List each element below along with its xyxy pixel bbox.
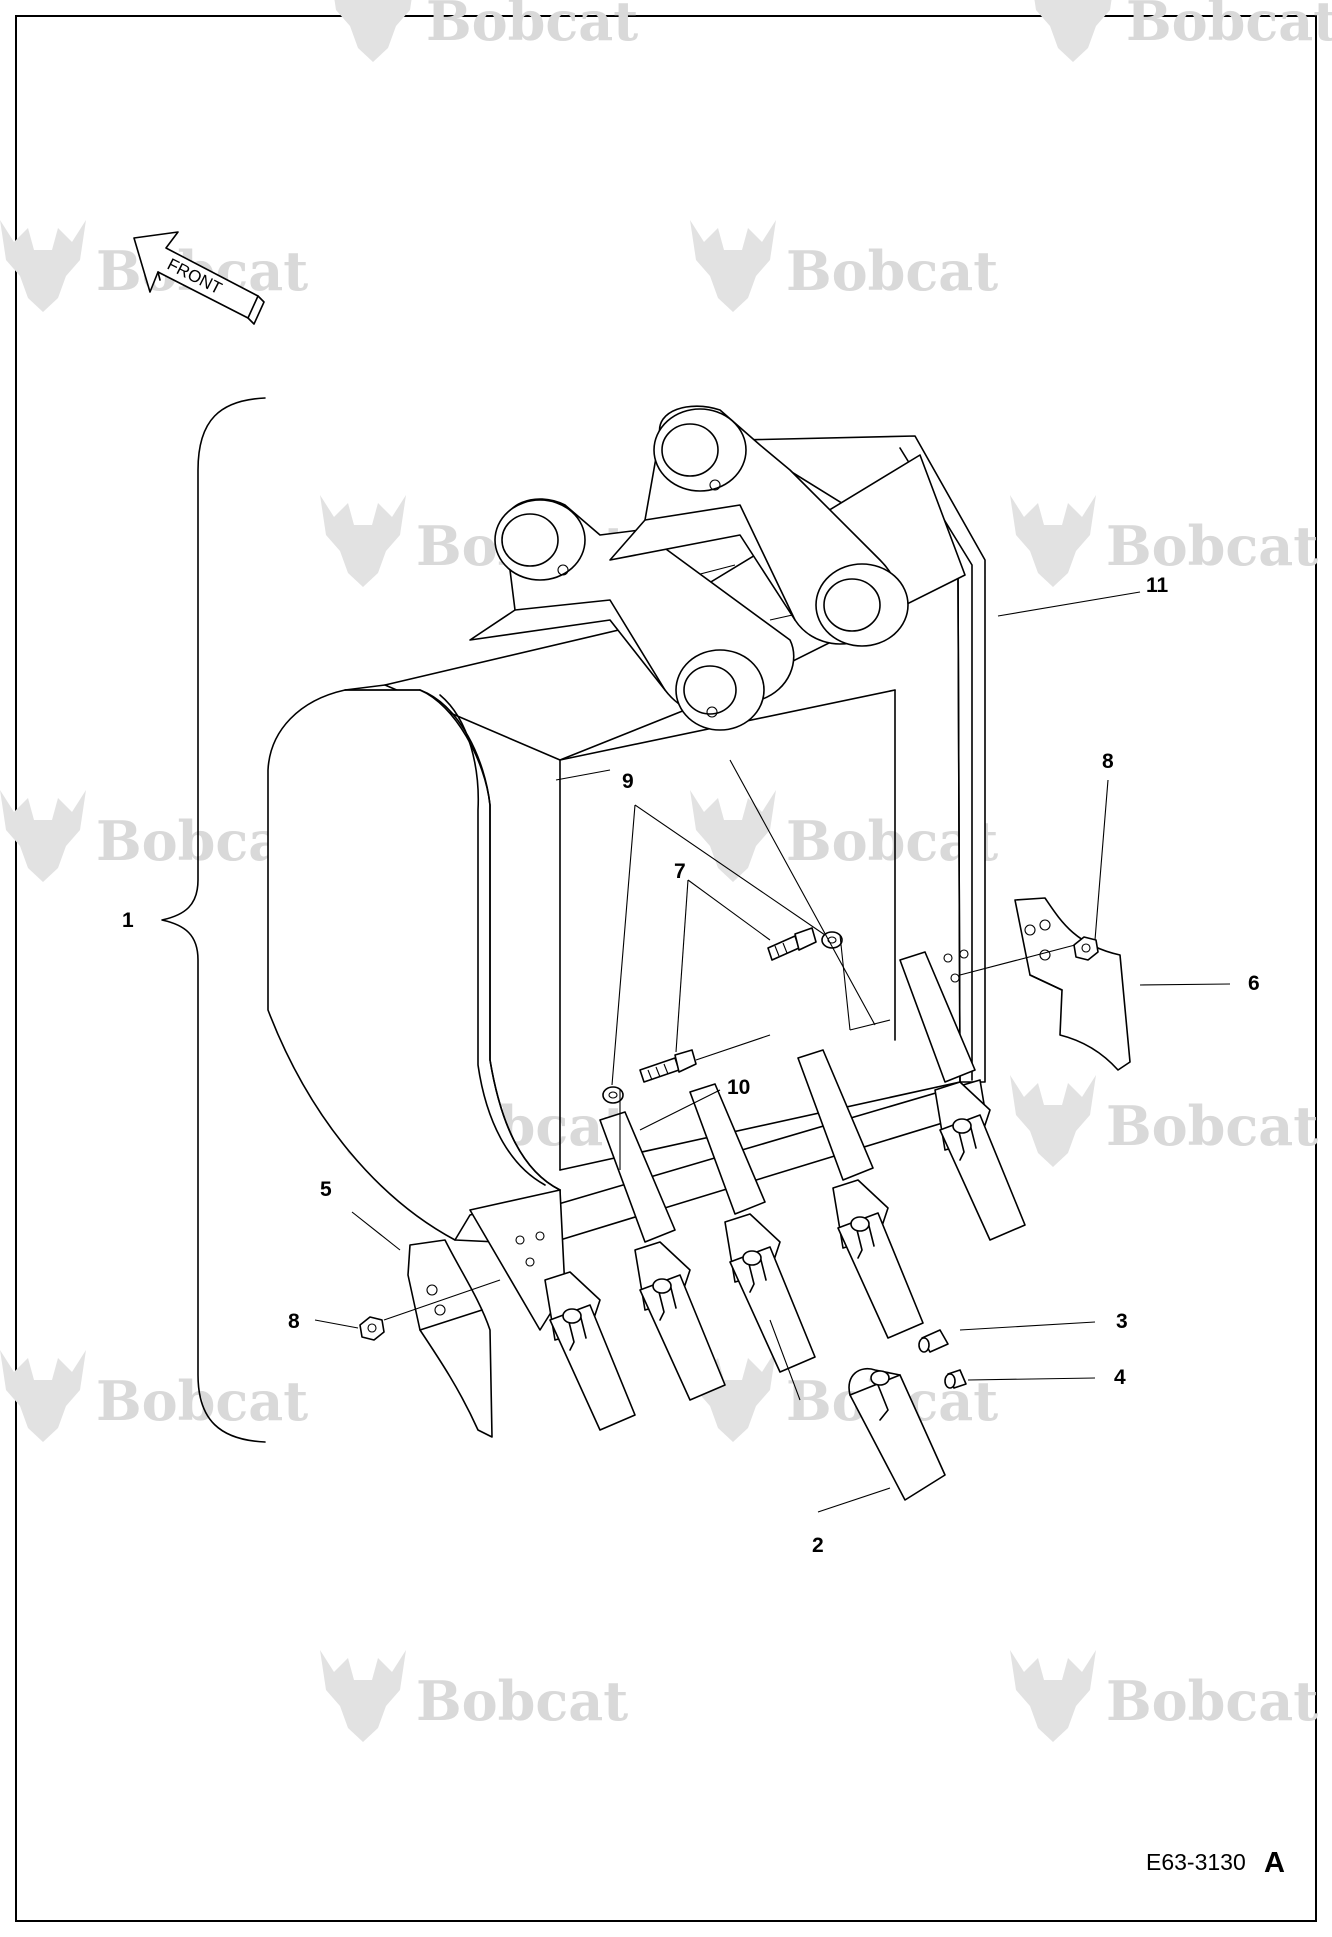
callout-10: 10 xyxy=(727,1076,750,1099)
watermark-logo: Bobcat xyxy=(330,0,638,62)
watermark-logo: Bobcat xyxy=(1010,495,1318,587)
nut-left xyxy=(359,1316,385,1341)
watermark-text: Bobcat xyxy=(786,239,998,303)
page-frame xyxy=(15,15,1317,1922)
bucket-tooth xyxy=(899,951,1026,1241)
tooth-shank xyxy=(599,1111,676,1243)
bucket-tooth xyxy=(544,1271,636,1431)
tooth-shank xyxy=(689,1083,766,1215)
loose-tooth xyxy=(848,1368,946,1501)
tooth-pin-eye xyxy=(952,1118,972,1134)
tooth-tip xyxy=(837,1212,924,1339)
callout-5: 5 xyxy=(320,1178,332,1201)
callout-9: 9 xyxy=(622,770,634,793)
watermark-text: Bobcat xyxy=(96,1369,308,1433)
washer-left xyxy=(602,1086,624,1104)
tooth-pin-eye xyxy=(850,1216,870,1232)
callout-7: 7 xyxy=(674,860,686,883)
callout-8-right: 8 xyxy=(1102,750,1114,773)
watermark-logo: Bobcat xyxy=(0,790,308,882)
tooth-pin-eye xyxy=(742,1250,762,1266)
tooth-pin-eye xyxy=(562,1308,582,1324)
callout-6: 6 xyxy=(1248,972,1260,995)
watermark-text: Bobcat xyxy=(1106,514,1318,578)
tooth-pin xyxy=(918,1329,949,1353)
watermark-text: Bobcat xyxy=(1106,1669,1318,1733)
side-cutter-left xyxy=(407,1239,493,1438)
watermark-logo: Bobcat xyxy=(690,220,998,312)
callout-11: 11 xyxy=(1146,574,1169,597)
tooth-row xyxy=(544,951,1026,1431)
bucket-tooth xyxy=(689,1083,816,1373)
watermark-logo: Bobcat xyxy=(690,1350,998,1442)
assembly-brace xyxy=(161,397,266,1443)
watermark-logo: Bobcat xyxy=(1010,1650,1318,1742)
watermark-logo: Bobcat xyxy=(320,1650,628,1742)
assembly-lines xyxy=(383,759,1076,1401)
tooth-tip xyxy=(939,1114,1026,1241)
bucket-tooth xyxy=(797,1049,924,1339)
nut-right xyxy=(1073,936,1099,961)
pin-boss-lower-right xyxy=(815,563,909,647)
bucket-tooth xyxy=(599,1111,726,1401)
leader-lines xyxy=(314,591,1231,1513)
drawing-reference: E63-3130 A xyxy=(1146,1847,1285,1879)
watermark-logo: Bobcat xyxy=(1030,0,1332,62)
side-cutter-right xyxy=(1014,897,1131,1071)
bolt-lower xyxy=(639,1049,697,1083)
tooth-pin-eye xyxy=(652,1278,672,1294)
callout-3: 3 xyxy=(1116,1310,1128,1333)
watermark-logo: Bobcat xyxy=(690,790,998,882)
callout-2: 2 xyxy=(812,1534,824,1557)
tooth-tip xyxy=(639,1274,726,1401)
callout-8-left: 8 xyxy=(288,1310,300,1333)
watermark-text: Bobcat xyxy=(426,0,638,53)
pin-boss-upper-left xyxy=(494,499,586,581)
callout-labels: 1 2 3 4 5 6 7 8 8 9 10 11 xyxy=(122,574,1260,1557)
tooth-tip xyxy=(549,1304,636,1431)
watermark-logo: Bobcat xyxy=(1010,1075,1318,1167)
watermark-text: Bobcat xyxy=(1126,0,1332,53)
watermark-text: Bobcat xyxy=(1106,1094,1318,1158)
tooth-tip xyxy=(729,1246,816,1373)
callout-1: 1 xyxy=(122,909,134,932)
pin-boss-lower-left xyxy=(675,649,765,731)
watermark-text: Bobcat xyxy=(416,1669,628,1733)
reference-revision: A xyxy=(1264,1847,1285,1879)
bucket-assembly xyxy=(267,405,986,1331)
bolt-upper xyxy=(767,927,817,961)
tooth-shank xyxy=(797,1049,874,1181)
tooth-retainer xyxy=(944,1369,967,1389)
tooth-shank xyxy=(899,951,976,1083)
callout-4: 4 xyxy=(1114,1366,1126,1389)
pin-boss-upper-right xyxy=(653,408,747,492)
watermark-logo: Bobcat xyxy=(0,1350,308,1442)
reference-code: E63-3130 xyxy=(1146,1849,1246,1875)
